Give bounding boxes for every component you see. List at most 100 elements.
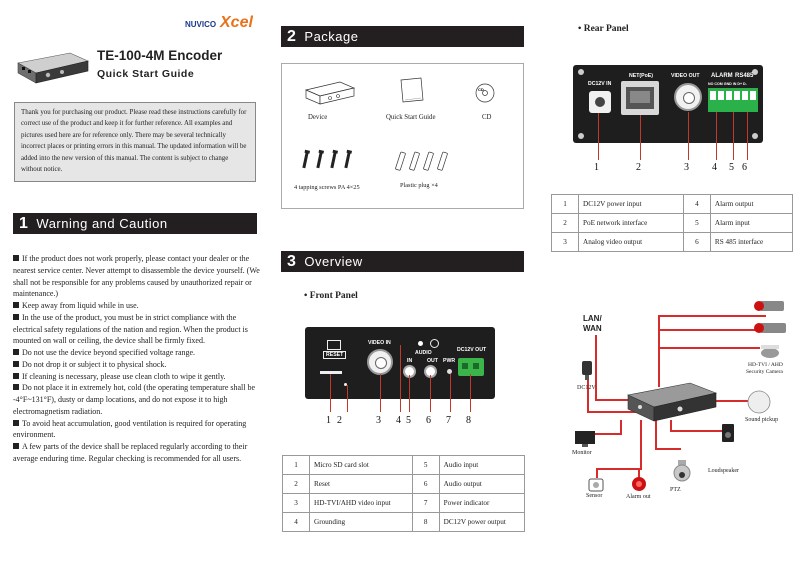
section-title: Overview xyxy=(304,254,363,269)
terminal-pin-labels: NO COM GND IN D+ D- xyxy=(708,82,747,86)
section-overview-header: 3 Overview xyxy=(281,251,524,272)
product-subtitle: Quick Start Guide xyxy=(97,68,195,80)
encoder-device-icon xyxy=(627,382,718,422)
dc12v-label: DC12V xyxy=(577,385,596,391)
section-title: Warning and Caution xyxy=(36,216,168,231)
bullet-square-icon xyxy=(13,384,19,391)
rear-callout-1: 1 xyxy=(594,162,599,173)
front-callout-8: 8 xyxy=(466,415,471,426)
lan-label: LAN/ xyxy=(583,314,602,323)
callout-line xyxy=(598,113,599,160)
audio-out-label: OUT xyxy=(427,358,438,364)
reset-label: RESET xyxy=(323,351,347,359)
dc12v-out-label: DC12V OUT xyxy=(457,347,487,353)
callout-line xyxy=(380,374,381,412)
callout-line xyxy=(640,115,641,160)
monitor-icon xyxy=(575,431,595,447)
callout-line xyxy=(450,374,451,412)
callout-line xyxy=(430,375,431,412)
front-callout-1: 1 xyxy=(326,415,331,426)
camera-label-2: Security Camera xyxy=(746,369,783,375)
warning-item: A few parts of the device shall be repla… xyxy=(13,442,248,463)
cable-line xyxy=(595,399,640,401)
cable-line xyxy=(658,347,760,349)
ptz-label: PTZ xyxy=(670,487,681,493)
front-callout-7: 7 xyxy=(446,415,451,426)
cable-line xyxy=(700,400,750,402)
video-out-label: VIDEO OUT xyxy=(671,73,700,79)
warning-item: If the product does not work properly, p… xyxy=(13,254,260,299)
cable-line xyxy=(587,411,637,413)
rear-callout-5: 5 xyxy=(729,162,734,173)
alarm-label: ALARM xyxy=(711,73,733,79)
section-number: 3 xyxy=(287,252,297,270)
encoder-device-icon xyxy=(17,52,89,84)
callout-line xyxy=(470,374,471,412)
bullet-square-icon xyxy=(13,443,19,449)
rear-callout-3: 3 xyxy=(684,162,689,173)
bullet-square-icon xyxy=(13,372,19,379)
bullet-square-icon xyxy=(13,349,19,355)
package-cd-label: CD xyxy=(482,114,492,121)
cable-line xyxy=(596,468,598,478)
dc12v-in-jack xyxy=(589,91,611,113)
front-panel-heading: • Front Panel xyxy=(304,291,358,301)
wan-label: WAN xyxy=(583,324,602,333)
front-callout-4: 4 xyxy=(396,415,401,426)
section-warning-header: 1 Warning and Caution xyxy=(13,213,257,234)
warning-list: If the product does not work properly, p… xyxy=(13,253,263,465)
cable-line xyxy=(620,420,622,434)
dc12v-out-terminal xyxy=(458,358,484,376)
warning-item: Do not use the device beyond specified v… xyxy=(13,347,263,359)
front-callout-2: 2 xyxy=(337,415,342,426)
security-camera-icon xyxy=(754,301,786,358)
ptz-camera-icon xyxy=(673,460,691,482)
screws-icon xyxy=(302,149,353,169)
connection-diagram: LAN/ WAN HD-TVI / AHD Security Camera DC… xyxy=(550,295,800,505)
warning-item: If cleaning is necessary, please use cle… xyxy=(13,371,263,383)
sd-card-icon xyxy=(327,340,341,350)
device-image xyxy=(12,45,92,87)
callout-line xyxy=(733,112,734,160)
cable-line xyxy=(658,329,763,331)
cable-line xyxy=(596,468,642,470)
video-in-label: VIDEO IN xyxy=(368,340,391,346)
section-title: Package xyxy=(304,29,359,44)
cable-line xyxy=(670,420,672,432)
rj45-poe-port xyxy=(621,81,659,115)
cable-line xyxy=(587,377,589,413)
document-icon xyxy=(400,77,424,103)
bullet-square-icon xyxy=(13,255,19,261)
warning-item: Keep away from liquid while in use. xyxy=(13,300,263,312)
audio-in-label: IN xyxy=(407,358,413,364)
cd-icon: CD xyxy=(475,83,495,103)
cable-line xyxy=(595,433,622,435)
callout-line xyxy=(330,374,331,412)
callout-line xyxy=(716,112,717,160)
cable-line xyxy=(640,420,642,470)
sound-pickup-icon xyxy=(747,390,771,414)
video-out-bnc-connector xyxy=(674,83,702,111)
intro-text: Thank you for purchasing our product. Pl… xyxy=(21,109,247,173)
callout-line xyxy=(347,385,348,412)
brand-logo: NUVICO Xcel xyxy=(185,14,265,36)
alarm-rs485-terminal-block xyxy=(708,88,758,112)
camera-label: HD-TVI / AHD xyxy=(748,362,783,368)
cable-line xyxy=(658,315,766,317)
alarm-siren-icon xyxy=(632,477,646,491)
cable-line xyxy=(658,315,660,387)
power-adapter-icon xyxy=(582,361,592,380)
warning-item: Do not place it in extremely hot, cold (… xyxy=(13,383,256,416)
audio-label: AUDIO xyxy=(415,350,432,356)
monitor-label: Monitor xyxy=(572,450,592,456)
loudspeaker-icon xyxy=(722,424,734,442)
product-title: TE-100-4M Encoder xyxy=(97,48,223,63)
net-poe-label: NET(PoE) xyxy=(629,73,653,79)
bullet-square-icon xyxy=(13,313,19,320)
intro-box: Thank you for purchasing our product. Pl… xyxy=(14,102,256,182)
